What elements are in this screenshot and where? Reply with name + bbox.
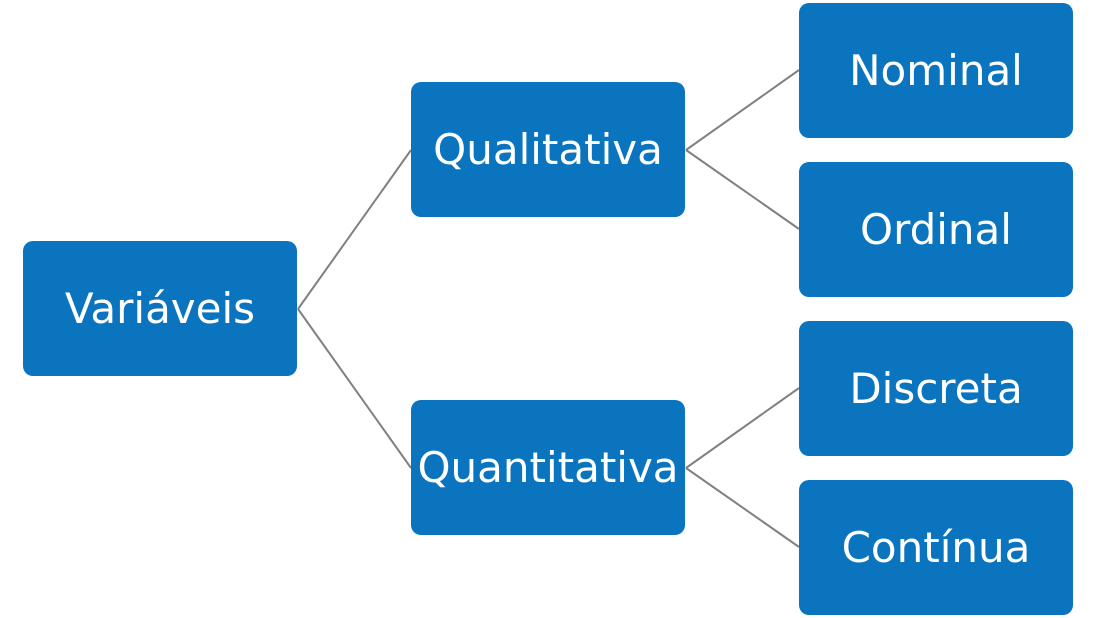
node-quantitativa: Quantitativa (411, 400, 685, 535)
connector-quantitativa-discreta (685, 387, 800, 469)
node-label: Variáveis (64, 284, 256, 333)
node-variaveis: Variáveis (23, 241, 297, 376)
node-ordinal: Ordinal (799, 162, 1073, 297)
node-continua: Contínua (799, 480, 1073, 615)
node-label: Qualitativa (433, 125, 663, 174)
node-discreta: Discreta (799, 321, 1073, 456)
connector-root-quantitativa (297, 308, 412, 469)
node-label: Discreta (849, 364, 1023, 413)
node-label: Nominal (849, 46, 1023, 95)
connector-quantitativa-continua (685, 467, 800, 548)
node-nominal: Nominal (799, 3, 1073, 138)
connector-qualitativa-nominal (685, 69, 800, 151)
node-label: Contínua (841, 523, 1031, 572)
node-label: Quantitativa (417, 443, 679, 492)
node-qualitativa: Qualitativa (411, 82, 685, 217)
node-label: Ordinal (860, 205, 1012, 254)
connector-qualitativa-ordinal (685, 149, 800, 230)
connector-root-qualitativa (297, 149, 412, 310)
